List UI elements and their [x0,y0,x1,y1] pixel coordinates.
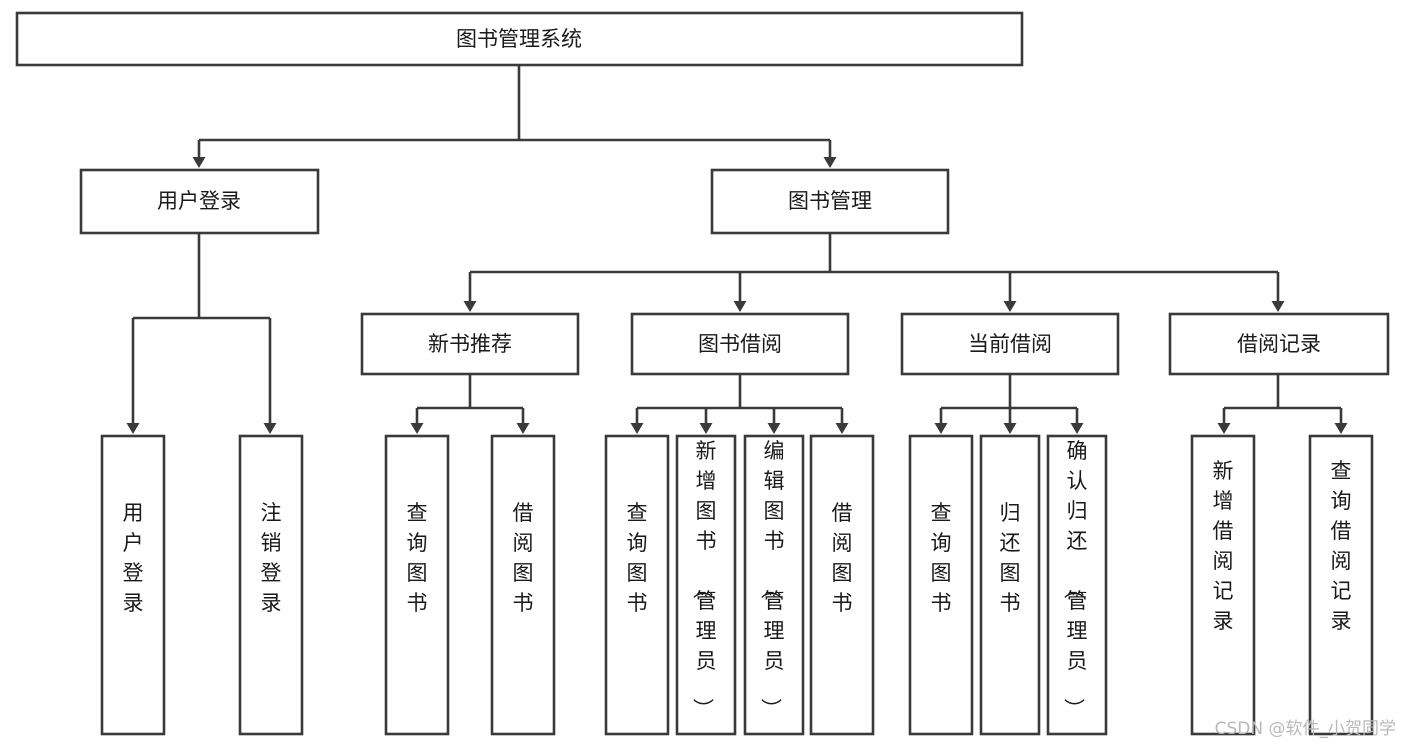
node-leaf-query-book-3-box [908,434,974,736]
node-leaf-query-record-box [1308,434,1374,736]
node-user-login-box [79,168,320,235]
node-root-box [15,11,1024,67]
node-book-borrow-box [630,312,850,376]
node-leaf-add-record[interactable]: 新增借阅记录 [1190,434,1256,736]
node-new-book-rec-box [360,312,580,376]
node-leaf-return-book-label: 归还图书 [1000,501,1021,615]
node-leaf-borrow-book-1-label: 借阅图书 [513,501,534,615]
node-leaf-query-record[interactable]: 查询借阅记录 [1308,434,1374,736]
csdn-watermark: CSDN @软件_小贺同学 [1215,719,1396,739]
node-leaf-query-book-1-label: 查询图书 [407,501,428,615]
node-leaf-return-book[interactable]: 归还图书 [979,434,1041,736]
node-user-login-label: 用户登录 [157,189,241,213]
node-leaf-return-book-box [979,434,1041,736]
node-book-borrow[interactable]: 图书借阅 [630,312,850,376]
node-leaf-confirm-return-box [1046,434,1108,736]
node-leaf-query-book-2-box [604,434,670,736]
node-leaf-query-book-2[interactable]: 查询图书 [604,434,670,736]
node-leaf-borrow-book-1[interactable]: 借阅图书 [490,434,556,736]
node-leaf-user-logout-label: 注销登录 [261,501,282,615]
node-leaf-user-logout-box [238,434,304,736]
node-root[interactable]: 图书管理系统 [15,11,1024,67]
node-leaf-add-book[interactable]: 新增图书（管理员） [675,434,737,736]
node-leaf-query-book-2-label: 查询图书 [627,501,648,615]
node-new-book-rec[interactable]: 新书推荐 [360,312,580,376]
node-book-manage-label: 图书管理 [788,189,872,213]
node-borrow-record-box [1168,312,1390,376]
node-current-borrow-box [900,312,1120,376]
node-leaf-query-record-label: 查询借阅记录 [1331,459,1352,633]
connector-layer [126,65,1348,434]
node-leaf-edit-book-box [743,434,805,736]
node-borrow-record-label: 借阅记录 [1237,332,1321,356]
node-user-login[interactable]: 用户登录 [79,168,320,235]
node-root-label: 图书管理系统 [456,27,582,51]
node-leaf-query-book-1-box [384,434,450,736]
node-leaf-query-book-3-label: 查询图书 [931,501,952,615]
node-leaf-user-login-box [100,434,166,736]
node-borrow-record[interactable]: 借阅记录 [1168,312,1390,376]
node-leaf-add-record-label: 新增借阅记录 [1213,459,1234,633]
node-leaf-borrow-book-2[interactable]: 借阅图书 [809,434,875,736]
node-current-borrow-label: 当前借阅 [968,332,1052,356]
node-leaf-add-book-box [675,434,737,736]
node-current-borrow[interactable]: 当前借阅 [900,312,1120,376]
node-leaf-edit-book-label: 编辑图书（管理员） [759,439,785,719]
node-leaf-confirm-return[interactable]: 确认归还（管理员） [1046,434,1108,736]
node-new-book-rec-label: 新书推荐 [428,332,512,356]
node-book-manage[interactable]: 图书管理 [710,168,950,235]
node-leaf-user-login[interactable]: 用户登录 [100,434,166,736]
node-leaf-add-book-label: 新增图书（管理员） [691,439,717,719]
node-leaf-borrow-book-2-box [809,434,875,736]
node-leaf-user-login-label: 用户登录 [123,501,144,615]
node-leaf-borrow-book-1-box [490,434,556,736]
node-book-manage-box [710,168,950,235]
node-book-borrow-label: 图书借阅 [698,332,782,356]
node-leaf-edit-book[interactable]: 编辑图书（管理员） [743,434,805,736]
node-leaf-query-book-3[interactable]: 查询图书 [908,434,974,736]
node-leaf-query-book-1[interactable]: 查询图书 [384,434,450,736]
node-leaf-confirm-return-label: 确认归还（管理员） [1062,439,1088,719]
node-leaf-add-record-box [1190,434,1256,736]
node-leaf-user-logout[interactable]: 注销登录 [238,434,304,736]
node-leaf-borrow-book-2-label: 借阅图书 [832,501,853,615]
